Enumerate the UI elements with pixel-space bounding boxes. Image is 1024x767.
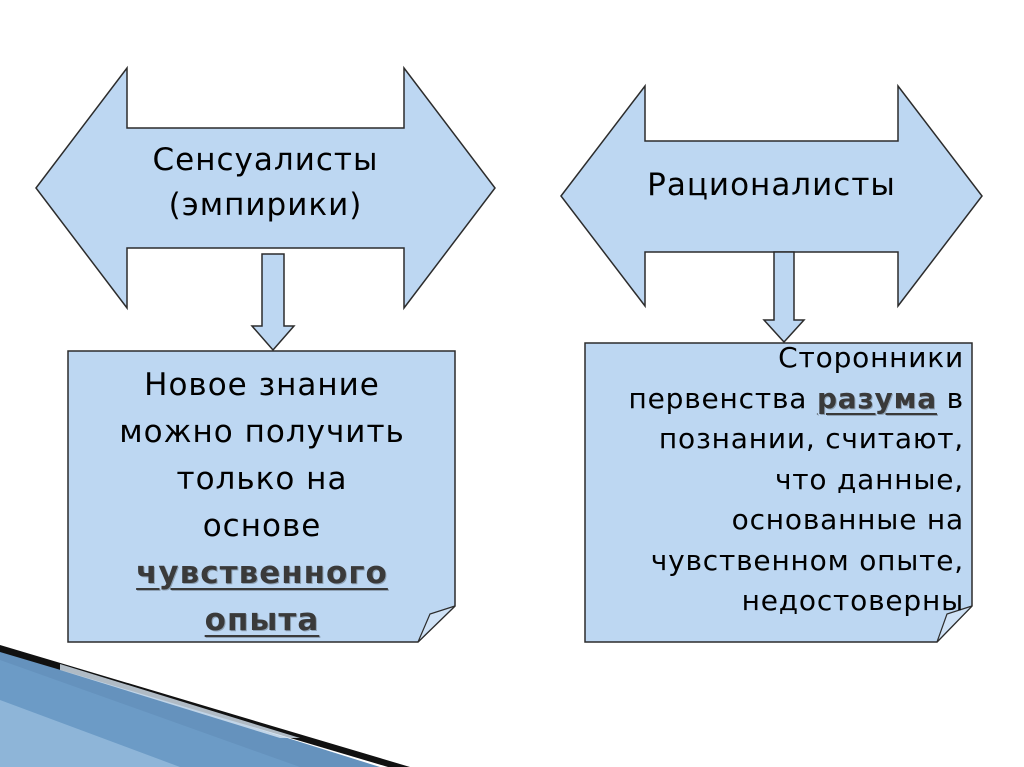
right-note-line7: недостоверны (741, 584, 964, 617)
left-note-line2: можно получить (119, 414, 405, 450)
sensualists-title: Сенсуалисты (эмпирики) (127, 138, 404, 228)
left-down-arrow (250, 253, 296, 352)
right-note-line5: основанные на (731, 503, 964, 536)
decorative-swoosh (0, 645, 410, 767)
left-note-box (67, 350, 456, 643)
right-note-text: Сторонники первенства разума в познании,… (590, 338, 964, 622)
left-note-line1: Новое знание (144, 367, 380, 403)
rationalists-title: Рационалисты (645, 163, 898, 208)
left-note-line4: основе (202, 508, 322, 544)
right-down-arrow (762, 251, 806, 344)
left-note-emphasis-line1: чувственного (136, 555, 388, 591)
right-double-arrow (560, 83, 983, 309)
right-note-line3: познании, считают, (658, 422, 964, 455)
right-note-line4: что данные, (774, 462, 964, 496)
right-note-emphasis: разума (816, 381, 937, 415)
sensualists-title-line1: Сенсуалисты (152, 142, 379, 178)
right-note-box (584, 342, 973, 643)
right-note-line6: чувственном опыте, (650, 543, 964, 577)
rationalists-title-line: Рационалисты (647, 167, 896, 203)
left-note-emphasis-line2: опыта (204, 602, 320, 638)
left-double-arrow (35, 65, 496, 311)
right-note-line2-after: в (936, 381, 964, 415)
right-note-line2: первенства разума в (590, 379, 964, 420)
sensualists-title-line2: (эмпирики) (168, 187, 363, 223)
left-note-line3: только на (176, 461, 348, 497)
right-note-line1: Сторонники (778, 341, 964, 374)
left-note-text: Новое знание можно получить только на ос… (70, 362, 454, 644)
right-note-line2-before: первенства (628, 381, 817, 415)
